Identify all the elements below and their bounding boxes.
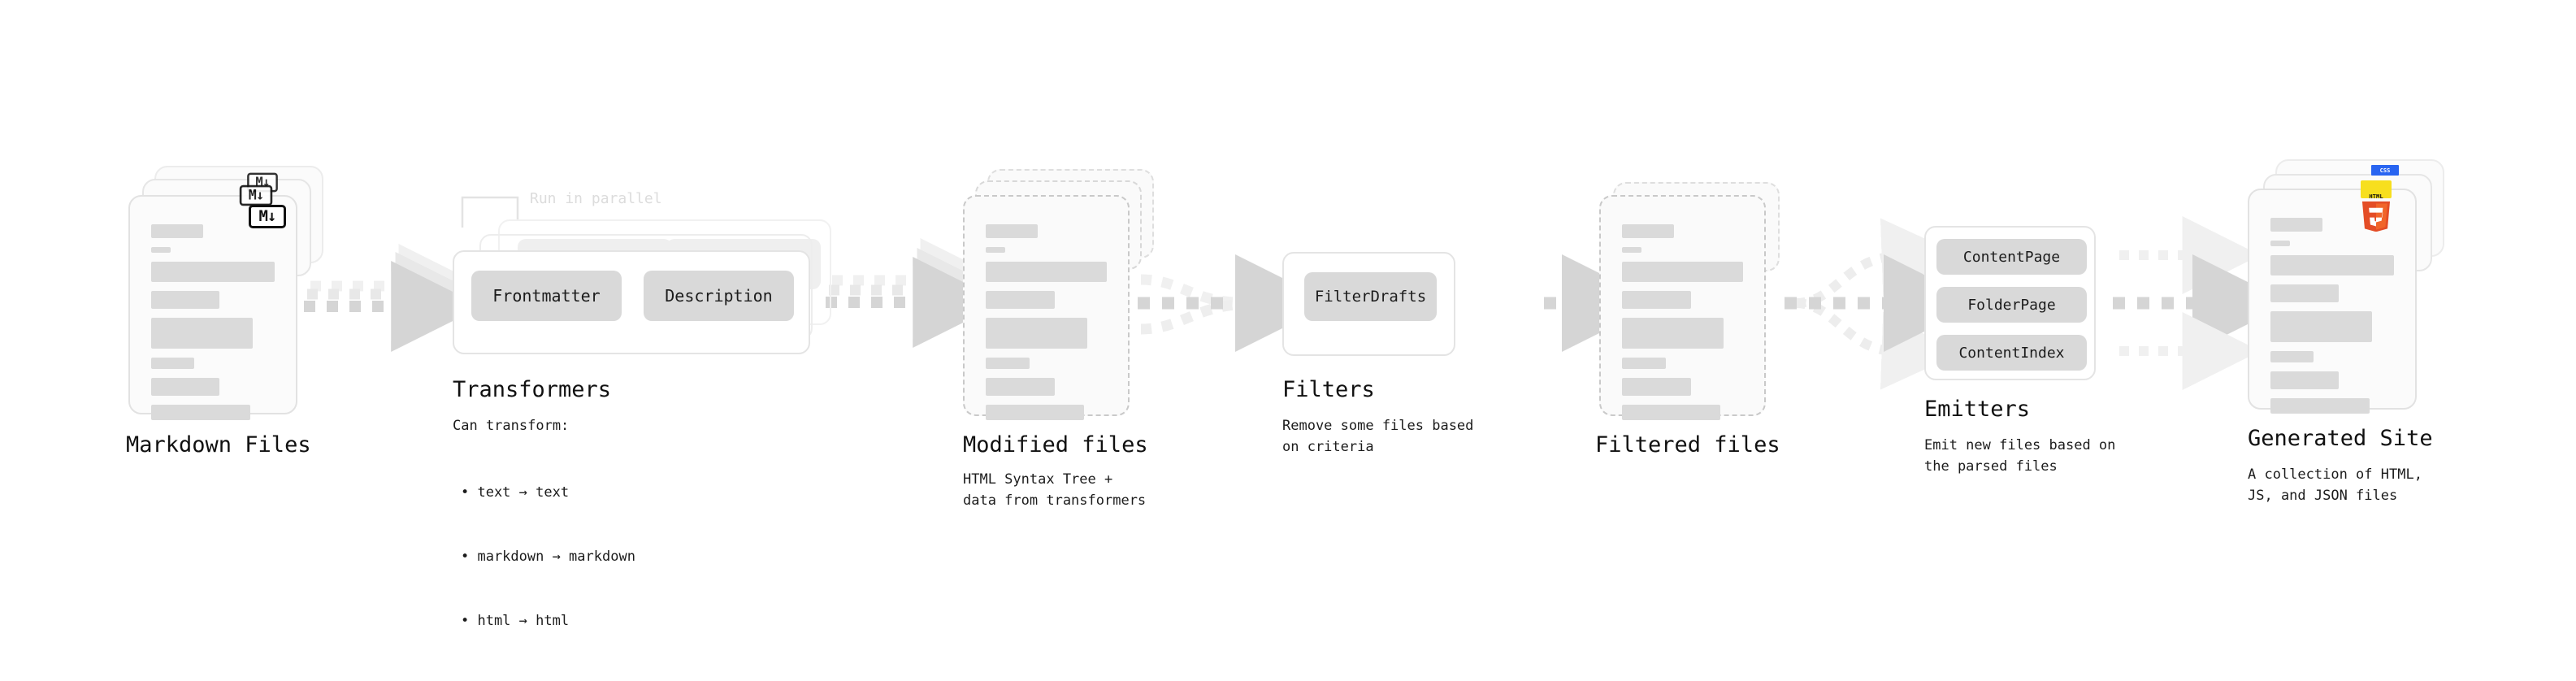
stage-title-emitters: Emitters (1924, 397, 2031, 422)
doc-bar (151, 405, 250, 420)
doc-bar (1622, 318, 1724, 349)
stage-title-transformers: Transformers (453, 377, 612, 402)
doc-bar-title (151, 224, 203, 238)
stage-desc-filters: Remove some files based on criteria (1282, 418, 1474, 455)
arrow-markdown-to-transformers (304, 244, 484, 352)
transformers-bullet: • markdown → markdown (461, 548, 635, 565)
doc-bar-title (1622, 224, 1674, 238)
transformers-bullet: • html → html (461, 612, 570, 629)
stage-desc-modified-files: HTML Syntax Tree + data from transformer… (963, 471, 1147, 509)
transformers-bullet-list: • text → text • markdown → markdown • ht… (461, 439, 635, 674)
doc-bar (986, 262, 1107, 282)
doc-bar (151, 291, 219, 309)
filtered-card-front (1599, 195, 1766, 420)
doc-bar (151, 318, 253, 349)
doc-bar (2270, 371, 2339, 389)
doc-bar-sub (986, 247, 1005, 253)
doc-bar (151, 378, 219, 396)
css-icon-label: CSS (2379, 167, 2391, 174)
svg-text:HTML: HTML (2369, 193, 2383, 200)
filter-node-filterdrafts[interactable]: FilterDrafts (1304, 272, 1437, 321)
markdown-card-front (128, 195, 297, 420)
markdown-icon: M↓ (249, 205, 286, 228)
run-in-parallel-label: Run in parallel (530, 190, 662, 207)
markdown-icon-glyph: M↓ (248, 187, 264, 203)
doc-bar (1622, 262, 1743, 282)
filters-card[interactable]: FilterDrafts (1282, 252, 1455, 356)
markdown-icon-glyph: M↓ (258, 207, 277, 225)
js-icon (2361, 180, 2392, 198)
emitter-node-contentpage[interactable]: ContentPage (1936, 239, 2087, 275)
doc-bar-title (2270, 218, 2322, 232)
doc-bar (2270, 311, 2372, 342)
doc-bar (2270, 284, 2339, 302)
css-icon: CSS (2371, 165, 2399, 176)
doc-bar (151, 262, 275, 282)
transformer-node-frontmatter[interactable]: Frontmatter (471, 271, 622, 321)
markdown-icon-mid: M↓ (239, 184, 273, 206)
doc-bar (986, 405, 1084, 420)
doc-bar-title (986, 224, 1038, 238)
doc-bar (1622, 405, 1720, 420)
doc-bar-sub (2270, 241, 2290, 246)
stage-title-filters: Filters (1282, 377, 1375, 402)
doc-bar (2270, 351, 2314, 362)
doc-bar (986, 358, 1030, 369)
transformer-node-description[interactable]: Description (644, 271, 794, 321)
arrow-transformers-to-modified (826, 238, 1005, 348)
stage-title-markdown-files: Markdown Files (126, 432, 311, 458)
doc-bar (1622, 358, 1666, 369)
arrow-modified-to-filters (1138, 254, 1333, 352)
stage-title-generated-site: Generated Site (2248, 426, 2433, 451)
emitter-node-contentindex[interactable]: ContentIndex (1936, 335, 2087, 371)
doc-bar (986, 378, 1055, 396)
stage-desc-emitters: Emit new files based on the parsed files (1924, 437, 2116, 475)
arrow-emitters-to-site (2113, 216, 2290, 390)
stage-title-filtered-files: Filtered files (1595, 432, 1780, 458)
doc-bar-sub (1622, 247, 1641, 253)
transformers-bullet: • text → text (461, 484, 570, 501)
transformer-card-front[interactable]: Frontmatter Description (453, 250, 810, 354)
doc-bar (1622, 291, 1691, 309)
doc-bar (1622, 378, 1691, 396)
doc-bar (2270, 255, 2394, 275)
site-card-front (2248, 189, 2417, 414)
doc-bar (151, 358, 195, 369)
html5-icon-svg: HTML (2361, 193, 2391, 232)
html5-icon: HTML (2359, 193, 2393, 232)
modified-card-front (963, 195, 1130, 420)
stage-desc-transformers: Can transform: (453, 418, 570, 434)
doc-bar-sub (151, 247, 171, 253)
doc-bar (986, 318, 1088, 349)
emitter-node-folderpage[interactable]: FolderPage (1936, 287, 2087, 323)
stage-desc-generated-site: A collection of HTML, JS, and JSON files (2248, 466, 2422, 504)
emitters-card[interactable]: ContentPage FolderPage ContentIndex (1924, 226, 2096, 380)
doc-bar (2270, 398, 2370, 414)
stage-title-modified-files: Modified files (963, 432, 1148, 458)
doc-bar (986, 291, 1055, 309)
arrow-filtered-to-emitters (1785, 218, 1981, 390)
